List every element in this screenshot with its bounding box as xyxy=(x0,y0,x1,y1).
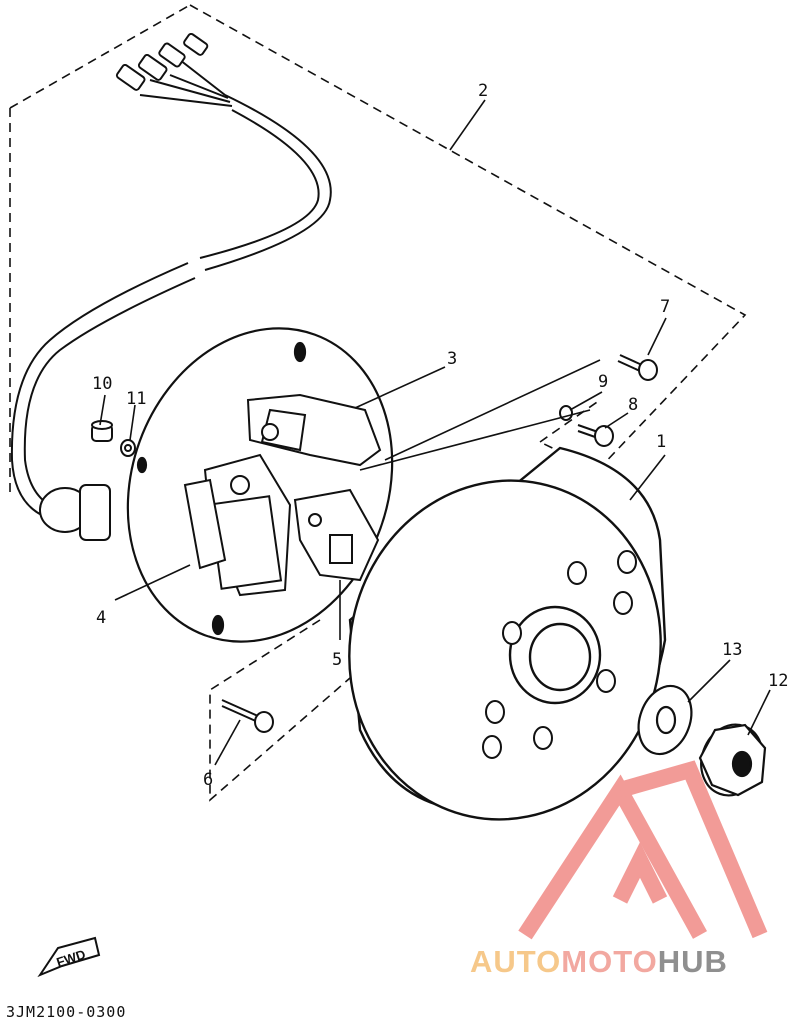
diagram-code: 3JM2100-0300 xyxy=(6,1003,127,1021)
washer-11 xyxy=(120,439,136,457)
callout-2: 2 xyxy=(478,81,488,101)
callout-4: 4 xyxy=(96,608,106,628)
callout-10: 10 xyxy=(92,374,112,394)
callout-3: 3 xyxy=(447,349,457,369)
callout-13: 13 xyxy=(722,640,742,660)
flange-nut xyxy=(698,723,767,797)
callout-6: 6 xyxy=(203,770,213,790)
callout-12: 12 xyxy=(768,671,788,691)
lighting-coil xyxy=(293,488,380,582)
pickup-coil xyxy=(246,393,382,467)
plain-washer xyxy=(637,684,693,756)
callout-8: 8 xyxy=(628,395,638,415)
brand-auto: AUTO xyxy=(470,944,562,979)
brand-hub: HUB xyxy=(657,944,728,979)
wire-connectors xyxy=(115,32,209,91)
callout-11: 11 xyxy=(126,389,146,409)
watermark-logo-icon xyxy=(518,760,768,940)
leader-lines xyxy=(99,99,771,766)
assembly-boundary xyxy=(9,4,747,802)
charging-coil xyxy=(183,453,292,597)
callout-5: 5 xyxy=(332,650,342,670)
screw-8 xyxy=(577,424,614,447)
callout-1: 1 xyxy=(656,432,666,452)
watermark-brand-text: AUTOMOTOHUB xyxy=(470,944,728,980)
screw-10 xyxy=(91,420,113,442)
fwd-arrow-icon: FWD xyxy=(37,936,101,978)
callout-9: 9 xyxy=(598,372,608,392)
wire-harness xyxy=(10,59,332,521)
brand-moto: MOTO xyxy=(561,944,658,979)
screw-6 xyxy=(221,699,274,733)
wire-grommet xyxy=(39,484,111,541)
flywheel-rotor xyxy=(348,446,667,821)
screw-7 xyxy=(617,354,658,381)
callout-7: 7 xyxy=(660,297,670,317)
